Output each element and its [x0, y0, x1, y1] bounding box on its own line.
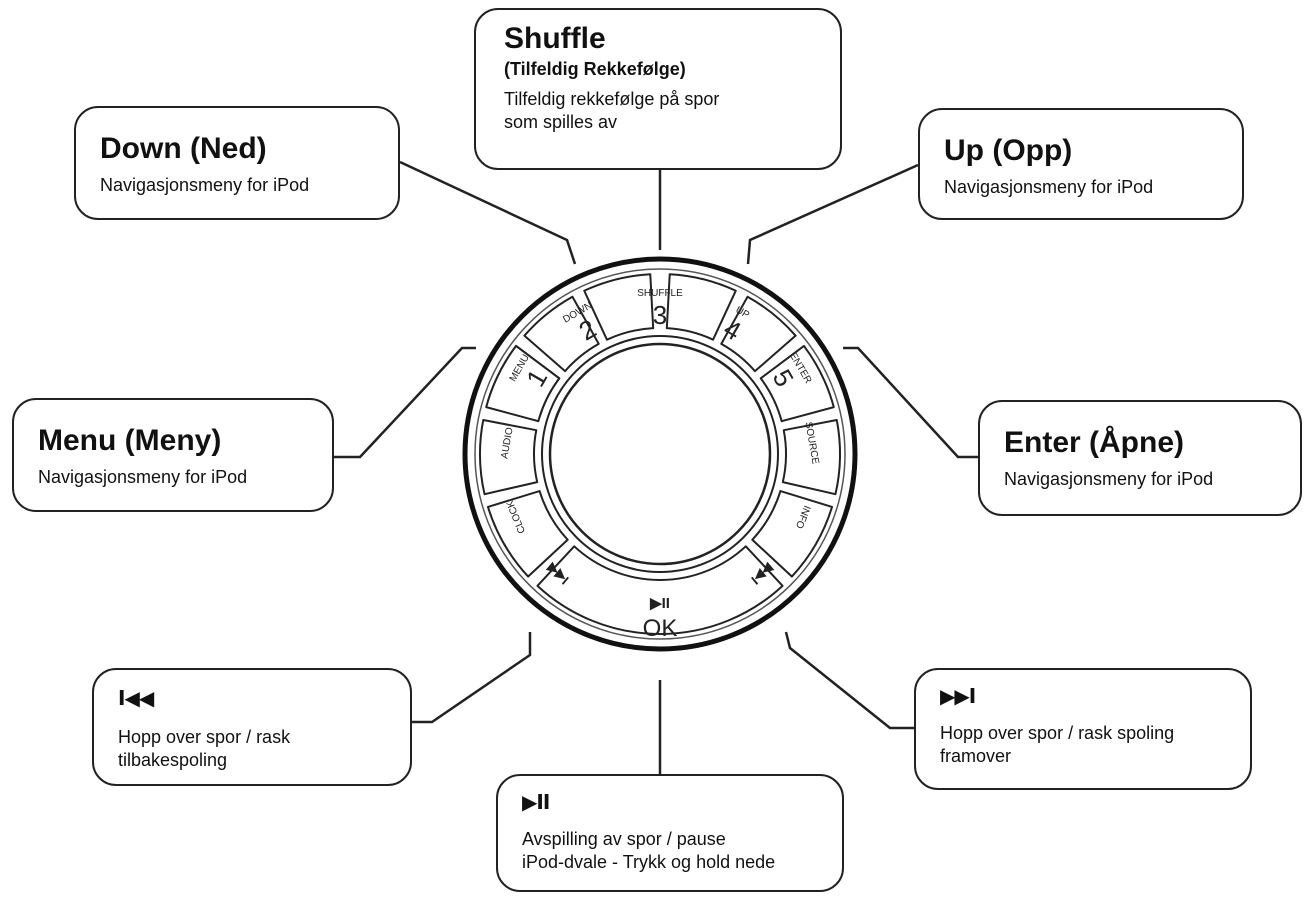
- callout-shuffle: Shuffle (Tilfeldig Rekkefølge) Tilfeldig…: [474, 8, 842, 170]
- key-ok-label: OK: [643, 615, 678, 642]
- key-shuffle-number: 3: [653, 300, 667, 330]
- dial-keys: [479, 273, 841, 635]
- dial-key-segment-clock[interactable]: [479, 418, 539, 496]
- callout-previous-description: Hopp over spor / rask tilbakespoling: [118, 727, 291, 770]
- callout-enter: Enter (Åpne) Navigasjonsmeny for iPod: [978, 400, 1302, 516]
- callout-previous: I◀◀ Hopp over spor / rask tilbakespoling: [92, 668, 412, 786]
- callout-play-pause: ▶II Avspilling av spor / pause iPod-dval…: [496, 774, 844, 892]
- dial-key-segment-next[interactable]: [751, 490, 834, 578]
- connector-menu: [334, 346, 476, 459]
- dial-key-segment-ok[interactable]: [536, 545, 784, 635]
- dial-key-segment-up[interactable]: [665, 273, 737, 341]
- dial-key-ring: [474, 268, 846, 640]
- callout-enter-title: Enter (Åpne): [1004, 426, 1184, 459]
- dial-key-segment-shuffle[interactable]: [583, 273, 655, 341]
- key-ok[interactable]: ▶II OK: [643, 595, 678, 642]
- key-ok-glyph: ▶II: [649, 595, 670, 612]
- dial-key-segment-down[interactable]: [523, 295, 600, 373]
- callout-shuffle-description: Tilfeldig rekkefølge på spor som spilles…: [504, 89, 720, 132]
- callout-up-title: Up (Opp): [944, 134, 1073, 167]
- callout-menu: Menu (Meny) Navigasjonsmeny for iPod: [12, 398, 334, 512]
- callout-menu-title: Menu (Meny): [38, 424, 222, 457]
- key-audio-label: AUDIO: [499, 426, 515, 459]
- callout-down-title: Down (Ned): [100, 132, 267, 165]
- callout-up-description: Navigasjonsmeny for iPod: [944, 177, 1154, 197]
- connector-previous: [412, 632, 532, 724]
- dial-key-segment-prev[interactable]: [486, 490, 569, 578]
- callout-play-pause-description: Avspilling av spor / pause iPod-dvale - …: [522, 829, 776, 872]
- callout-shuffle-subtitle: (Tilfeldig Rekkefølge): [504, 59, 686, 79]
- connector-enter: [843, 346, 978, 459]
- connector-down: [399, 160, 577, 265]
- previous-track-icon: I◀◀: [118, 686, 154, 710]
- callout-down-description: Navigasjonsmeny for iPod: [100, 175, 310, 195]
- dial-key-segment-info[interactable]: [781, 418, 841, 496]
- callout-enter-description: Navigasjonsmeny for iPod: [1004, 469, 1214, 489]
- dial-key-segment-source[interactable]: [759, 344, 835, 423]
- callout-next-description: Hopp over spor / rask spoling framover: [940, 723, 1175, 766]
- key-shuffle-label: SHUFFLE: [637, 288, 683, 299]
- connector-next: [784, 631, 914, 730]
- play-pause-icon: ▶II: [522, 790, 550, 814]
- dial-key-segment-enter[interactable]: [720, 295, 797, 373]
- callout-menu-description: Navigasjonsmeny for iPod: [38, 467, 248, 487]
- callout-next: ▶▶I Hopp over spor / rask spoling framov…: [914, 668, 1252, 790]
- key-audio[interactable]: AUDIO: [499, 426, 515, 459]
- dial-key-segment-audio[interactable]: [485, 344, 561, 423]
- key-shuffle[interactable]: SHUFFLE 3: [637, 288, 683, 330]
- callout-shuffle-title: Shuffle: [504, 22, 606, 55]
- callout-down: Down (Ned) Navigasjonsmeny for iPod: [74, 106, 400, 220]
- next-track-icon: ▶▶I: [940, 684, 976, 708]
- dial-center-button[interactable]: [548, 342, 772, 566]
- callout-up: Up (Opp) Navigasjonsmeny for iPod: [918, 108, 1244, 220]
- connector-up: [746, 163, 919, 265]
